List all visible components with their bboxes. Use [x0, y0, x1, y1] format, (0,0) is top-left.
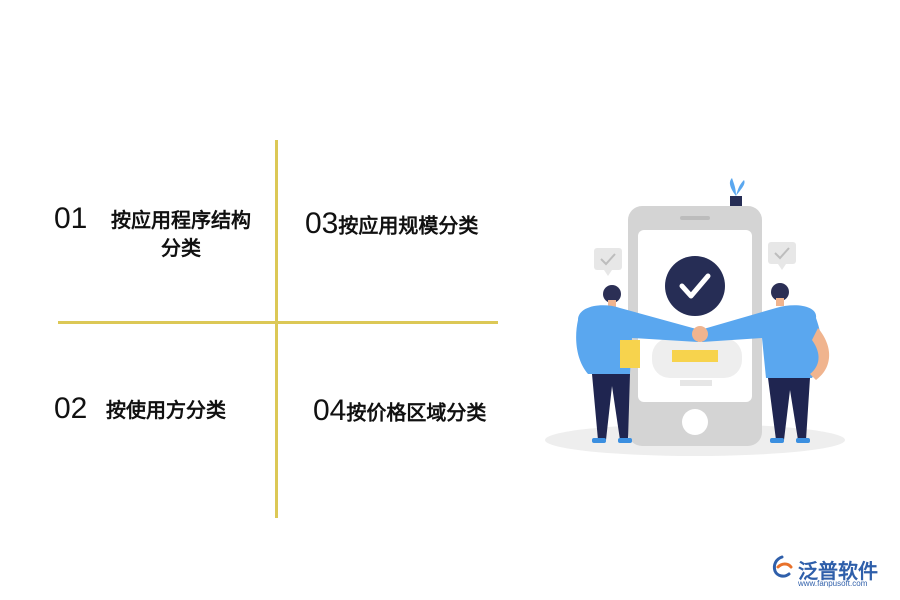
fist-bump	[692, 326, 708, 342]
check-bubble-icon	[594, 242, 796, 276]
category-03-label: 按应用规模分类	[338, 213, 479, 238]
brand-name: 泛普软件	[798, 559, 878, 583]
category-04-number: 04	[313, 394, 347, 427]
plant-icon	[729, 178, 745, 206]
category-03-number: 03	[305, 207, 339, 240]
category-04: 04按价格区域分类	[313, 394, 486, 428]
vertical-divider	[275, 140, 278, 518]
phone-illustration	[628, 206, 762, 446]
check-circle-icon	[665, 256, 725, 316]
handshake-illustration	[545, 178, 845, 456]
category-01-label: 按应用程序结构分类	[111, 208, 251, 260]
category-02-number: 02	[54, 392, 88, 425]
person-left	[576, 285, 700, 443]
horizontal-divider	[58, 321, 498, 324]
category-04-label: 按价格区域分类	[346, 400, 487, 425]
person-right	[700, 283, 830, 443]
category-02-label: 按使用方分类	[106, 398, 226, 422]
brand-url: www.fanpusoft.com	[798, 579, 868, 588]
category-01-number: 01	[54, 202, 88, 235]
brand-logo-icon	[772, 555, 793, 578]
category-03: 03按应用规模分类	[305, 207, 478, 241]
